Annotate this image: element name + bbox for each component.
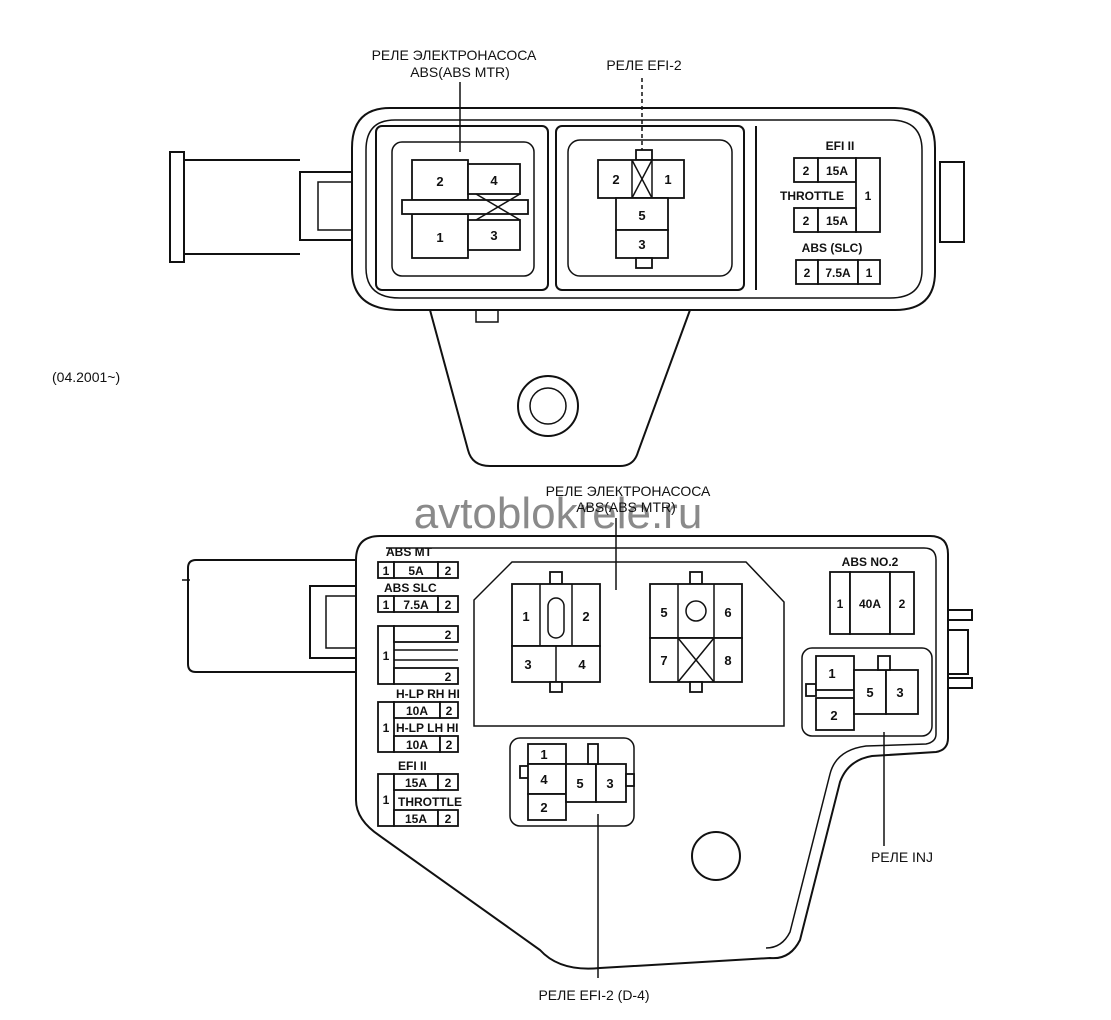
top-mount-hole [517,375,579,437]
top-relay-abs-motor[interactable]: 2 4 1 3 [401,159,529,259]
top-box-body [351,107,936,311]
relay-inj-pin: 1 [828,666,835,681]
relay-b-pin: 5 [660,605,667,620]
top-relay-abs-pin: 4 [490,173,498,188]
bottom-relay-b[interactable]: 5 6 7 8 [649,571,743,693]
bottom-relay-inj[interactable]: 1 5 3 2 [801,647,933,737]
relay-efi2-d4-pin: 1 [540,747,547,762]
throttle-rating[interactable]: 15A [405,812,427,826]
blank-fuse-pin: 2 [445,628,452,642]
relay-inj-pin: 2 [830,708,837,723]
relay-abs-pin: 3 [524,657,531,672]
abs-slc-pin: 1 [383,598,390,612]
abs-no2-rating: 40A [859,597,881,611]
abs-slc-pin: 2 [445,598,452,612]
hlp-lh-label: H-LP LH HI [396,721,458,735]
throttle-pin: 2 [445,812,452,826]
abs-mt-pin: 2 [445,564,452,578]
top-left-connector [169,151,185,263]
hlp-lh-rating[interactable]: 10A [406,738,428,752]
efi-rating[interactable]: 15A [405,776,427,790]
top-mount-bracket [429,309,691,467]
relay-efi2-d4-pin: 3 [606,776,613,791]
abs-no2-pin: 2 [899,597,906,611]
fuse-abs-rating[interactable]: 7.5A [825,266,851,280]
blank-fuse-pin: 1 [383,649,390,663]
hlp-rh-rating[interactable]: 10A [406,704,428,718]
blank-fuse-pin: 2 [445,670,452,684]
abs-mt-pin: 1 [383,564,390,578]
fuse-abs-pin: 2 [804,266,811,280]
abs-no2-pin: 1 [837,597,844,611]
relay-efi2-d4-pin: 4 [540,772,548,787]
fuse-efi-label: EFI II [826,139,855,153]
fuse-efi-pin: 2 [803,164,810,178]
abs-no2-fuse[interactable]: ABS NO.2 1 40A 2 [829,555,915,635]
bottom-callout-abs-line1: РЕЛЕ ЭЛЕКТРОНАСОСА [546,483,711,499]
hlp-shared-pin: 1 [383,721,390,735]
efi-pin: 2 [445,776,452,790]
fuse-throttle-label: THROTTLE [780,189,844,203]
bottom-fuse-box: ABS MT 1 5A 2 ABS SLC 1 7.5A 2 1 2 2 H-L… [182,483,973,1003]
hlp-rh-pin: 2 [446,704,453,718]
relay-inj-pin: 5 [866,685,873,700]
abs-mt-rating[interactable]: 5A [408,564,424,578]
top-relay-efi2-pin: 2 [612,172,619,187]
relay-efi2-d4-pin: 5 [576,776,583,791]
callout-abs-motor-line1: РЕЛЕ ЭЛЕКТРОНАСОСА [372,47,537,63]
bottom-callout-abs-line2: ABS(ABS MTR) [576,499,676,515]
top-relay-abs-pin: 2 [436,174,443,189]
relay-abs-pin: 4 [578,657,586,672]
relay-efi2-d4-pin: 2 [540,800,547,815]
throttle-label: THROTTLE [398,795,462,809]
fuse-efi-rating[interactable]: 15A [826,164,848,178]
hlp-rh-label: H-LP RH HI [396,687,460,701]
relay-b-pin: 8 [724,653,731,668]
fuse-throttle-rating[interactable]: 15A [826,214,848,228]
bottom-relay-abs-motor[interactable]: 1 2 3 4 [511,571,601,693]
top-relay-efi2-pin: 3 [638,237,645,252]
bottom-box-body [355,535,949,970]
relay-abs-pin: 2 [582,609,589,624]
relay-b-pin: 7 [660,653,667,668]
top-relay-efi2-pin: 1 [664,172,671,187]
abs-slc-rating[interactable]: 7.5A [403,598,429,612]
callout-inj: РЕЛЕ INJ [871,849,933,865]
top-relay-efi2-pin: 5 [638,208,645,223]
fuse-shared-pin: 1 [865,189,872,203]
top-relay-abs-pin: 3 [490,228,497,243]
relay-b-pin: 6 [724,605,731,620]
callout-abs-motor-line2: ABS(ABS MTR) [410,64,510,80]
abs-no2-label: ABS NO.2 [842,555,899,569]
callout-efi2: РЕЛЕ EFI-2 [606,57,682,73]
top-fuse-box: 2 4 1 3 2 1 5 3 EFI II 2 [169,47,965,467]
date-range-label: (04.2001~) [52,369,120,385]
efi-shared-pin: 1 [383,793,390,807]
bottom-mount-hole [691,831,741,881]
hlp-lh-pin: 2 [446,738,453,752]
callout-efi2-d4: РЕЛЕ EFI-2 (D-4) [538,987,649,1003]
efi-label: EFI II [398,759,427,773]
fuse-throttle-pin: 2 [803,214,810,228]
fuse-abs-pin: 1 [866,266,873,280]
relay-inj-pin: 3 [896,685,903,700]
watermark: avtoblokrele.ru [414,489,703,538]
relay-abs-pin: 1 [522,609,529,624]
bottom-fuse-column: ABS MT 1 5A 2 ABS SLC 1 7.5A 2 1 2 2 H-L… [377,545,462,827]
top-fuse-group: EFI II 2 15A THROTTLE 1 2 15A ABS (SLC) … [780,139,881,285]
abs-mt-label: ABS MT [386,545,433,559]
top-relay-abs-pin: 1 [436,230,443,245]
abs-slc-label: ABS SLC [384,581,437,595]
top-relay-efi2[interactable]: 2 1 5 3 [597,149,685,269]
fuse-abs-label: ABS (SLC) [802,241,863,255]
bottom-relay-efi2-d4[interactable]: 1 4 5 3 2 [509,737,635,827]
